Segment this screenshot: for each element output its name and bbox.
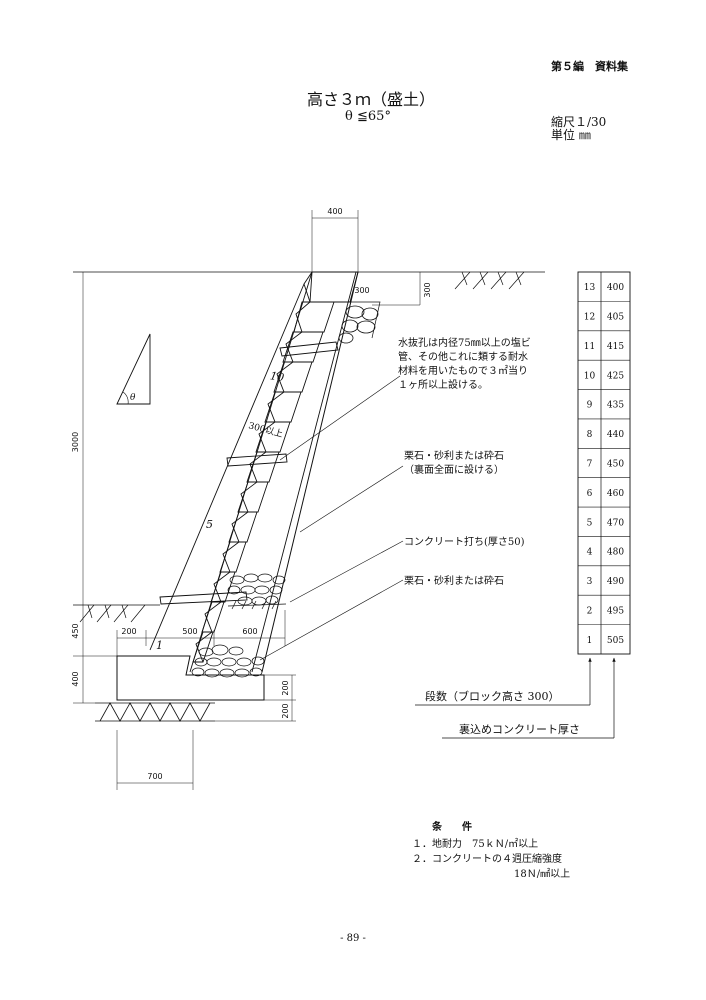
dim-embed-label: 450 [71,623,80,638]
base-gravel [191,644,265,678]
mid-gravel [227,573,287,610]
dim-base-offset-label: 200 [121,627,136,636]
table-step-cell: 12 [584,313,595,323]
condition-1: １．地耐力 75ｋＮ/㎡以上 [412,837,538,850]
gravel-base-label: 栗石・砂利または砕石 [404,574,504,587]
table-thickness-cell: 460 [607,489,624,499]
block-number-1: 1 [156,639,163,652]
dim-bottom-200a-label: 200 [281,680,290,695]
table-thickness-cell: 415 [607,342,624,352]
table-thickness-cell: 480 [607,548,624,558]
table-thickness-cell: 495 [607,606,624,616]
table-step-cell: 1 [587,636,593,646]
table-step-cell: 2 [587,606,593,616]
foundation-concrete [116,655,265,701]
dim-footing-label: 700 [147,772,162,781]
block-back-line [189,271,313,673]
block-number-5: 5 [206,518,213,531]
table-step-cell: 10 [584,371,596,381]
legend-thickness: 裏込めコンクリート厚さ [459,722,580,736]
drain-note-line3: 材料を用いたもので３㎡当り [398,364,528,377]
page-number: - 89 - [340,933,366,944]
dim-base-600-label: 600 [242,627,257,636]
drain-note-line1: 水抜孔は内径75㎜以上の塩ビ [398,336,531,349]
table-step-cell: 13 [584,283,596,293]
table-thickness-cell: 470 [607,518,624,528]
foundation-ground [95,702,215,722]
ground-surface-top [73,271,545,306]
top-gravel [338,301,381,344]
table-step-cell: 5 [587,518,593,528]
table-thickness-cell: 400 [607,283,624,293]
unit-label: 単位 ㎜ [551,127,591,142]
backfill-concrete-outline [261,271,359,673]
table-step-cell: 8 [587,430,593,440]
dim-base-right [215,674,296,722]
dim-footing [116,730,194,790]
concrete-label: コンクリート打ち(厚さ50) [404,535,525,548]
table-step-cell: 11 [584,342,595,352]
dim-top-width-label: 400 [327,207,342,216]
table-step-cell: 6 [587,489,593,499]
drain-pipes [159,341,339,605]
table-step-cell: 3 [587,577,593,587]
dim-top-step-label: 300 [354,286,369,295]
gravel-back-line1: 栗石・砂利または砕石 [404,449,504,462]
gravel-back-note: 栗石・砂利または砕石 （裏面全面に設ける） [299,449,504,533]
dim-top-width [311,210,359,272]
drain-note: 水抜孔は内径75㎜以上の塩ビ 管、その他これに類する耐水 材料を用いたもので３㎡… [279,336,531,461]
ground-surface-toe [73,604,160,623]
table-step-cell: 4 [587,548,593,558]
concrete-note: コンクリート打ち(厚さ50) [289,535,525,603]
drain-note-line4: １ヶ所以上設ける。 [398,378,488,391]
scale-ratio: 縮尺１/30 [551,114,606,129]
table-thickness-cell: 440 [607,430,624,440]
angle-theta-label: θ [130,393,136,403]
dim-base-height-label: 400 [71,671,80,686]
dim-embed [73,605,117,657]
drawing-title: 高さ３ｍ（盛土） [307,90,435,109]
dim-base-height [73,656,95,704]
table-thickness-cell: 505 [607,636,624,646]
dim-bottom-200b-label: 200 [281,703,290,718]
dim-base-500-label: 500 [182,627,197,636]
condition-2: ２．コンクリートの４週圧縮強度 [412,852,562,865]
table-step-cell: 7 [587,460,593,470]
table-thickness-cell: 425 [607,371,624,381]
table-thickness-cell: 490 [607,577,624,587]
legend-steps: 段数（ブロック高さ 300） [425,689,560,703]
condition-2b: 18Ｎ/㎟以上 [514,868,570,880]
table-thickness-cell: 405 [607,313,624,323]
table-thickness-cell: 435 [607,401,624,411]
table-leader-lines [415,657,616,739]
dim-height-label: 3000 [71,432,80,452]
angle-indicator [116,333,151,405]
gravel-back-line2: （裏面全面に設ける） [404,463,504,476]
conditions-heading: 条 件 [431,820,472,833]
dim-base-widths [116,610,286,656]
block-number-10: 10 [269,369,285,384]
dim-top-step-v-label: 300 [423,282,432,297]
chapter-header: 第５編 資料集 [551,59,629,73]
table-step-cell: 9 [587,401,593,411]
table-thickness-cell: 450 [607,460,624,470]
angle-condition: θ ≦65° [345,109,391,124]
drain-note-line2: 管、その他これに類する耐水 [398,350,528,363]
block-face [149,271,359,663]
gravel-base-note: 栗石・砂利または砕石 [259,574,504,661]
